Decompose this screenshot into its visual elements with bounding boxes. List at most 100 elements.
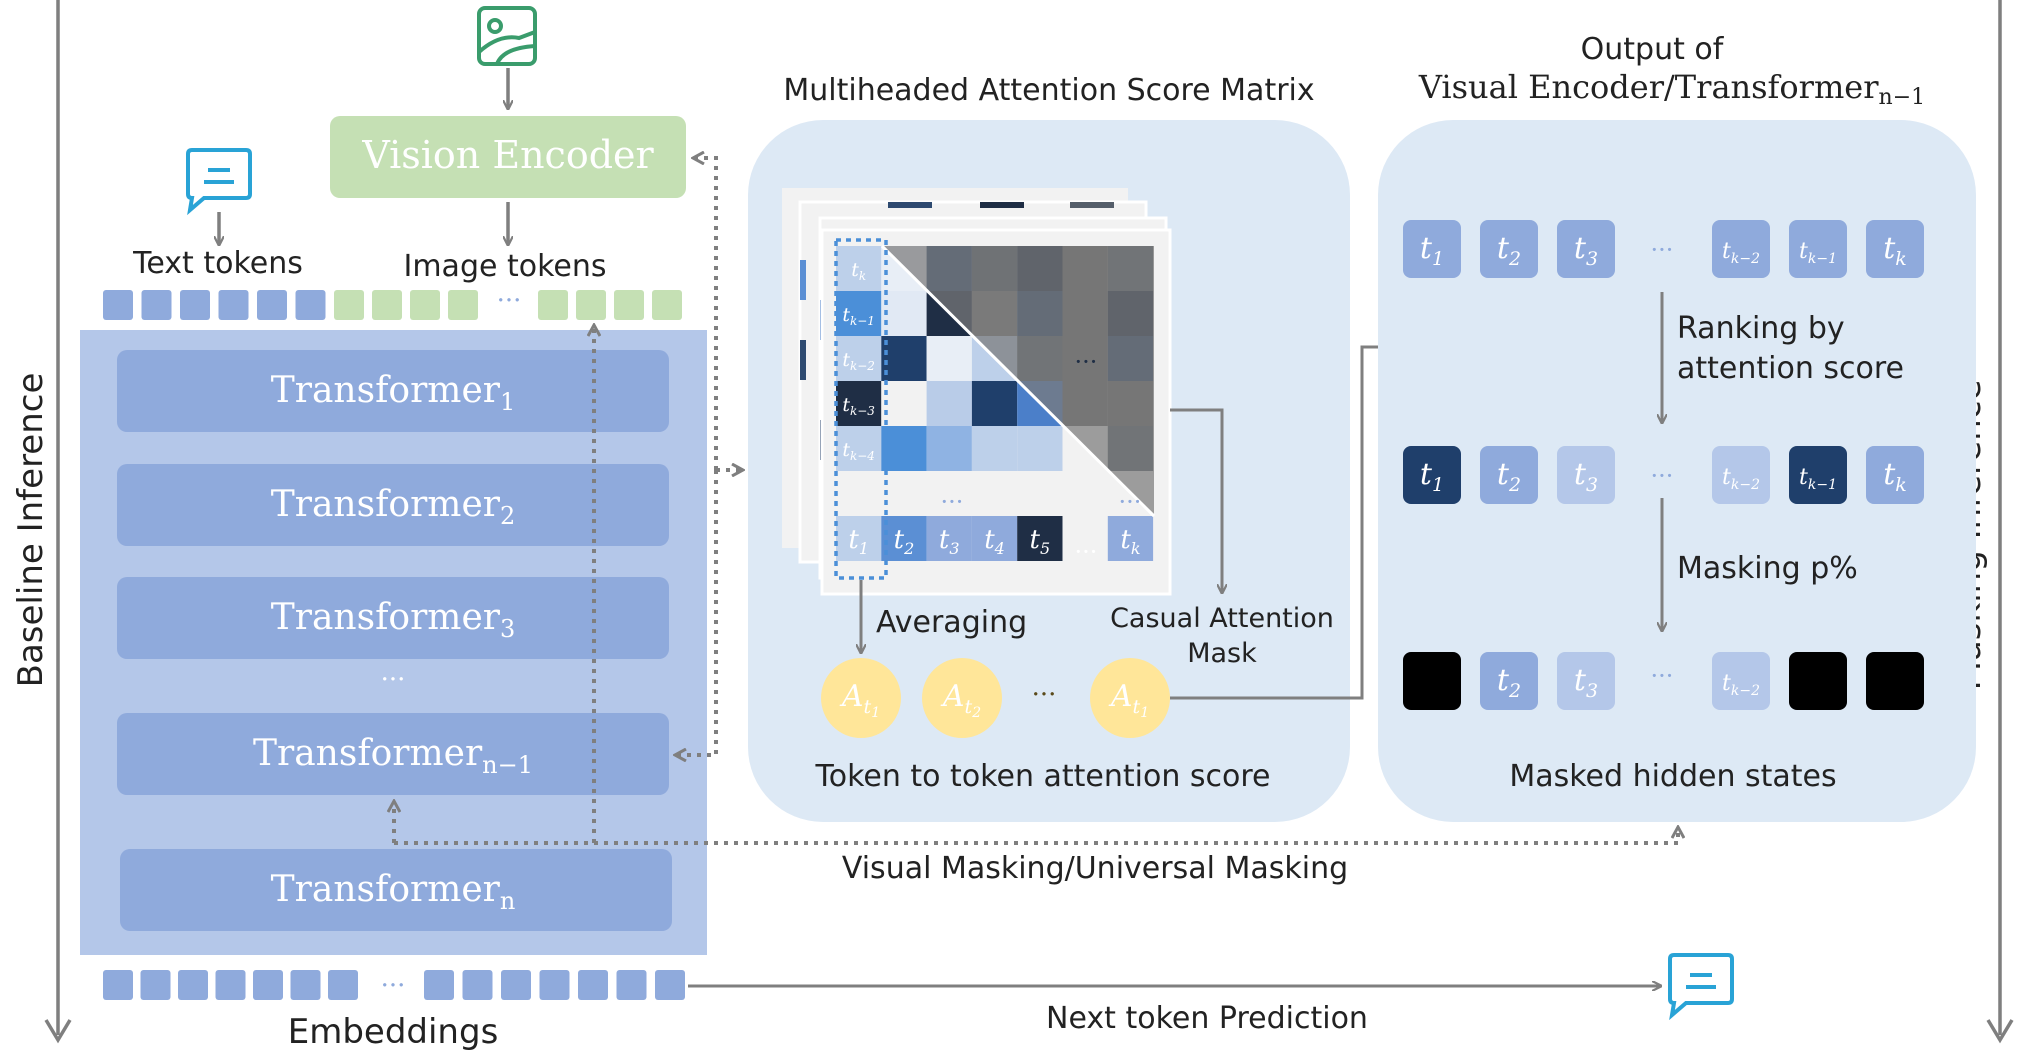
attention-score-label-2-subsub: 2: [971, 705, 981, 721]
transformer-label-2: Transformer2: [271, 484, 515, 530]
embedding-token: [424, 970, 454, 1000]
output-token-label-2-3-sub: 3: [1586, 474, 1598, 496]
causal-mask-arrow: [1170, 408, 1222, 592]
matrix-column-label-cell: [1017, 516, 1063, 561]
matrix-column-label-cell: [1107, 516, 1154, 561]
output-token-label-2-2-sub: 2: [1508, 474, 1521, 496]
output-token-label-1-2-main: t: [1497, 231, 1510, 266]
embeddings-label: Embeddings: [288, 1012, 499, 1052]
matrix-col-label-5: t5: [1030, 525, 1051, 558]
matrix-column-label-cell: [836, 516, 882, 561]
output-token-label-1-3-sub: 3: [1586, 248, 1598, 270]
baseline-inference-label: Baseline Inference: [11, 373, 51, 688]
output-token-label-2-6: tk: [1883, 457, 1907, 496]
matrix-cell: [926, 381, 972, 426]
matrix-row-label-4-main: t: [842, 394, 850, 416]
attention-score-label-2-main: A: [940, 679, 965, 714]
output-token-label-2-6-main: t: [1883, 457, 1896, 492]
transformer-label-3: Transformer3: [271, 597, 515, 643]
masked-hidden-states-label: Masked hidden states: [1509, 759, 1836, 794]
vision-encoder-box: [330, 116, 686, 198]
ranking-label-line1: Ranking by: [1677, 311, 1845, 346]
matrix-cell: [836, 381, 882, 426]
output-token: [1480, 446, 1538, 504]
output-token-label-3-4-main: t: [1722, 671, 1731, 696]
matrix-cell: [881, 471, 927, 516]
output-token-label-1-1-main: t: [1420, 231, 1433, 266]
output-token-label-2-2: t2: [1497, 457, 1521, 496]
output-token-label-2-6-sub: k: [1895, 474, 1907, 496]
matrix-row-label-1: tk: [851, 259, 866, 283]
output-token-label-1-6-main: t: [1883, 231, 1896, 266]
matrix-cell: [881, 381, 927, 426]
embedding-token: [501, 970, 531, 1000]
matrix-cell: [1017, 426, 1063, 471]
output-token-label-1-2-sub: 2: [1508, 248, 1521, 270]
output-token: [1789, 446, 1847, 504]
output-title-sub: n−1: [1879, 85, 1926, 110]
output-token: [1712, 652, 1770, 710]
output-token-label-1-4: tk−2: [1722, 239, 1760, 267]
matrix-cell: [926, 336, 972, 381]
transformer-label-1: Transformer1: [271, 370, 515, 416]
matrix-col-label-5-main: t: [1030, 525, 1041, 555]
output-token-label-3-3: t3: [1574, 663, 1598, 702]
matrix-mid-ellipsis: ···: [941, 488, 964, 516]
output-token-label-1-4-sub: k−2: [1731, 251, 1760, 267]
matrix-cell: [836, 336, 882, 381]
transformer-block-2: [117, 464, 669, 546]
matrix-row-label-3-main: t: [842, 349, 850, 371]
image-token: [576, 290, 606, 320]
transformer-label-main-5: Transformer: [271, 869, 501, 910]
output-token: [1557, 652, 1615, 710]
output-token: [1789, 652, 1847, 710]
output-token-label-3-4-sub: k−2: [1731, 683, 1760, 699]
embedding-ellipsis: ···: [381, 971, 406, 1001]
embedding-token: [103, 970, 133, 1000]
output-token-label-1-6: tk: [1883, 231, 1907, 270]
matrix-col-label-1: t1: [848, 525, 869, 558]
text-token: [180, 290, 210, 320]
output-panel: [1378, 120, 1976, 822]
matrix-row-label-5: tk−4: [842, 439, 875, 463]
embedding-token-row: [103, 970, 685, 1000]
output-token: [1789, 220, 1847, 278]
output-token-label-2-4: tk−2: [1722, 465, 1760, 493]
attention-score-label-3: At1: [1108, 679, 1149, 721]
image-token: [334, 290, 364, 320]
matrix-row-label-5-sub: k−4: [850, 449, 875, 463]
matrix-row-label-4-sub: k−3: [850, 404, 875, 418]
output-token: [1712, 446, 1770, 504]
visual-masking-label: Visual Masking/Universal Masking: [842, 851, 1348, 886]
output-token: [1866, 652, 1924, 710]
output-token: [1557, 446, 1615, 504]
transformer-label-4: Transformern−1: [253, 733, 533, 779]
image-token: [372, 290, 402, 320]
matrix-cell: [881, 291, 927, 336]
left-side-arrowhead: [44, 1019, 72, 1044]
text-token: [103, 290, 133, 320]
output-token-label-2-3-main: t: [1574, 457, 1587, 492]
image-token: [652, 290, 682, 320]
transformer-label-sub-1: 1: [500, 388, 515, 416]
output-token-label-2-5: tk−1: [1799, 465, 1837, 493]
embedding-token: [215, 970, 246, 1000]
matrix-col-label-3-main: t: [939, 525, 950, 555]
embedding-token: [178, 970, 208, 1000]
attention-score-label-1-sub: t: [864, 696, 872, 718]
matrix-row-label-2: tk−1: [842, 304, 875, 328]
causal-mask-label-line1: Casual Attention: [1110, 603, 1334, 634]
matrix-col-label-6: tk: [1120, 525, 1140, 558]
output-token-label-2-2-main: t: [1497, 457, 1510, 492]
output-token-label-1-1-sub: 1: [1432, 248, 1444, 270]
transformer-label-main-4: Transformer: [253, 733, 483, 774]
output-token-label-3-2: t2: [1497, 663, 1521, 702]
output-token: [1480, 652, 1538, 710]
matrix-col-label-1-main: t: [848, 525, 859, 555]
output-token-label-3-4: tk−2: [1722, 671, 1760, 699]
